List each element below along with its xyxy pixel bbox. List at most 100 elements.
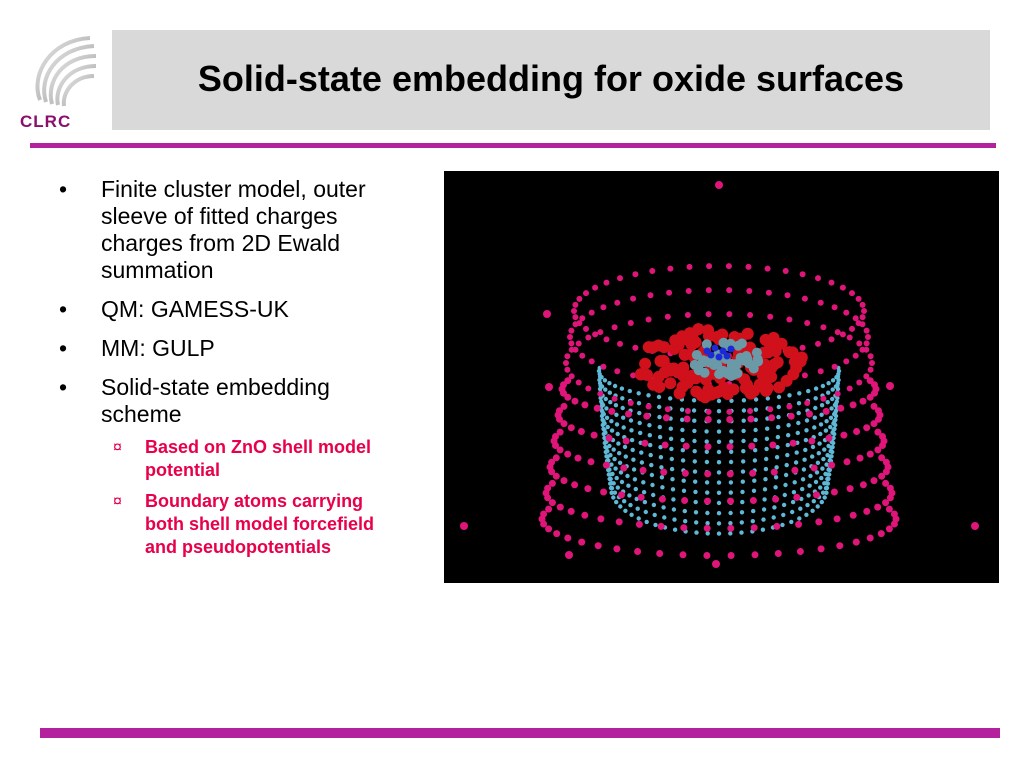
lattice-atom bbox=[693, 480, 697, 484]
lattice-atom bbox=[814, 386, 818, 390]
lattice-atom bbox=[628, 389, 632, 393]
shell-charge bbox=[811, 465, 818, 472]
lattice-atom bbox=[796, 421, 800, 425]
shell-charge bbox=[571, 308, 577, 314]
shell-charge bbox=[840, 432, 847, 439]
lattice-atom bbox=[657, 405, 661, 409]
lattice-atom bbox=[601, 423, 605, 427]
lattice-atom bbox=[773, 485, 777, 489]
shell-charge bbox=[569, 347, 575, 353]
lattice-atom bbox=[608, 400, 612, 404]
lattice-atom bbox=[603, 387, 607, 391]
shell-charge bbox=[665, 314, 671, 320]
shell-charge bbox=[864, 340, 870, 346]
lattice-atom bbox=[609, 486, 613, 490]
shell-charge bbox=[871, 477, 878, 484]
lattice-atom bbox=[694, 510, 698, 514]
lattice-atom bbox=[804, 438, 808, 442]
lattice-atom bbox=[603, 378, 607, 382]
shell-charge bbox=[832, 364, 838, 370]
lattice-atom bbox=[797, 411, 801, 415]
shell-charge bbox=[604, 336, 610, 342]
far-point-charge bbox=[712, 560, 720, 568]
lattice-atom bbox=[751, 519, 755, 523]
shell-charge bbox=[865, 334, 871, 340]
shell-charge bbox=[600, 364, 606, 370]
lattice-atom bbox=[669, 447, 673, 451]
lattice-atom bbox=[612, 447, 616, 451]
shell-charge bbox=[705, 416, 712, 423]
lattice-atom bbox=[602, 432, 606, 436]
shell-charge bbox=[597, 391, 603, 397]
swirl-logo-icon bbox=[30, 30, 102, 112]
shell-charge bbox=[579, 315, 585, 321]
shell-charge bbox=[746, 288, 752, 294]
lattice-atom bbox=[717, 409, 721, 413]
shell-charge bbox=[563, 360, 569, 366]
shell-charge bbox=[617, 275, 623, 281]
shell-charge bbox=[837, 405, 844, 412]
lattice-atom bbox=[629, 428, 633, 432]
oxygen-atom bbox=[676, 330, 688, 342]
shell-charge bbox=[840, 331, 846, 337]
shell-charge bbox=[867, 535, 874, 542]
oxygen-atom bbox=[652, 340, 664, 352]
sub-bullet-text: Boundary atoms carrying both shell model… bbox=[145, 491, 374, 557]
shell-charge bbox=[800, 271, 806, 277]
lattice-atom bbox=[705, 450, 709, 454]
shell-charge bbox=[585, 386, 591, 392]
lattice-atom bbox=[629, 418, 633, 422]
shell-charge bbox=[747, 312, 753, 318]
page-title: Solid-state embedding for oxide surfaces bbox=[112, 58, 990, 100]
shell-charge bbox=[595, 542, 602, 549]
lattice-atom bbox=[831, 378, 835, 382]
shell-charge bbox=[748, 443, 755, 450]
lattice-atom bbox=[633, 477, 637, 481]
lattice-atom bbox=[764, 457, 768, 461]
shell-charge bbox=[662, 442, 669, 449]
lattice-atom bbox=[717, 429, 721, 433]
lattice-atom bbox=[785, 453, 789, 457]
shell-charge bbox=[808, 438, 815, 445]
shell-charge bbox=[660, 469, 667, 476]
shell-charge bbox=[576, 380, 582, 386]
lattice-atom bbox=[802, 458, 806, 462]
lattice-atom bbox=[657, 415, 661, 419]
far-point-charge bbox=[460, 522, 468, 530]
shell-charge bbox=[553, 454, 560, 461]
lattice-atom bbox=[820, 403, 824, 407]
lattice-atom bbox=[614, 500, 618, 504]
lattice-atom bbox=[705, 521, 709, 525]
lattice-atom bbox=[834, 414, 838, 418]
shell-charge bbox=[585, 335, 591, 341]
shell-charge bbox=[632, 345, 638, 351]
shell-charge bbox=[843, 358, 849, 364]
lattice-atom bbox=[660, 485, 664, 489]
shell-charge bbox=[706, 311, 712, 317]
shell-charge bbox=[825, 435, 832, 442]
lattice-atom bbox=[782, 503, 786, 507]
shell-charge bbox=[608, 408, 615, 415]
shell-charge bbox=[632, 271, 638, 277]
shell-charge bbox=[545, 525, 552, 532]
lattice-atom bbox=[653, 513, 657, 517]
lattice-atom bbox=[612, 457, 616, 461]
lattice-atom bbox=[761, 517, 765, 521]
shell-charge bbox=[623, 438, 630, 445]
lattice-atom bbox=[671, 487, 675, 491]
shell-charge bbox=[747, 416, 754, 423]
lattice-atom bbox=[646, 393, 650, 397]
shell-charge bbox=[771, 469, 778, 476]
zinc-atom bbox=[740, 352, 750, 362]
lattice-atom bbox=[820, 466, 824, 470]
oxygen-atom bbox=[762, 382, 774, 394]
shell-charge bbox=[844, 458, 851, 465]
lattice-atom bbox=[692, 398, 696, 402]
lattice-atom bbox=[763, 477, 767, 481]
shell-charge bbox=[853, 353, 859, 359]
lattice-atom bbox=[833, 410, 837, 414]
lattice-atom bbox=[610, 428, 614, 432]
lattice-atom bbox=[601, 419, 605, 423]
shell-charge bbox=[891, 521, 898, 528]
shell-charge bbox=[630, 296, 636, 302]
